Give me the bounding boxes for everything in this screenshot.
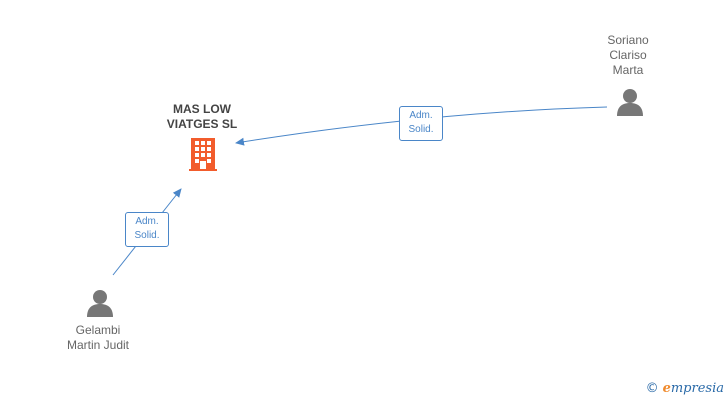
person-name-soriano[interactable]: Soriano Clariso Marta (588, 33, 668, 78)
person-name-line1: Soriano (607, 33, 649, 47)
empresia-watermark: ©empresia (646, 381, 724, 396)
person-name-line2: Martin Judit (66, 338, 130, 352)
person-name-line1: Gelambi (75, 323, 121, 337)
edge-label-soriano: Adm. Solid. (399, 106, 443, 141)
brand-initial: e (662, 381, 671, 396)
company-name[interactable]: MAS LOW VIATGES SL (150, 102, 254, 132)
edge-label-line2: Solid. (408, 124, 434, 135)
copyright-symbol: © (645, 381, 659, 396)
person-name-line2: Clariso (609, 48, 647, 62)
person-name-line3: Marta (612, 63, 644, 77)
building-icon[interactable] (189, 138, 217, 171)
company-name-line2: VIATGES SL (166, 117, 238, 131)
edge-label-gelambi: Adm. Solid. (125, 212, 169, 247)
edge-label-line1: Adm. (409, 110, 433, 121)
person-icon[interactable] (617, 89, 643, 116)
brand-rest: mpresia (670, 381, 724, 396)
person-name-gelambi[interactable]: Gelambi Martin Judit (52, 323, 144, 353)
person-icon[interactable] (87, 290, 113, 317)
edge-label-line2: Solid. (134, 230, 160, 241)
edge-label-line1: Adm. (135, 216, 159, 227)
company-name-line1: MAS LOW (173, 102, 231, 116)
